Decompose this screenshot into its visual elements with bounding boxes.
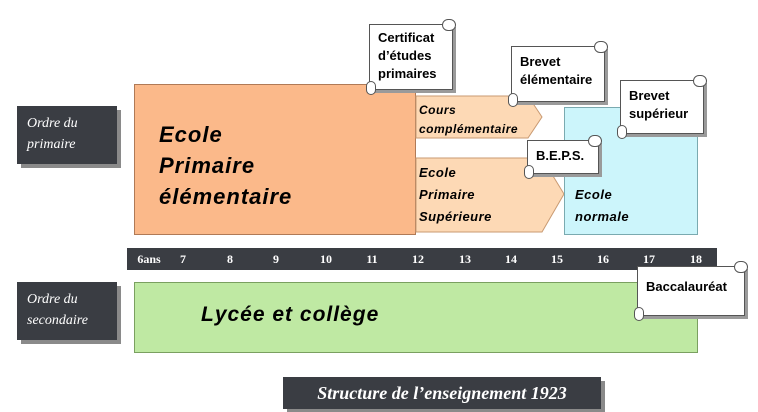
age-tick-label: 9 <box>273 252 279 266</box>
age-tick-label: 6ans <box>137 252 161 266</box>
age-tick-label: 11 <box>366 252 378 266</box>
scroll-curl-icon <box>594 41 608 53</box>
cours-line2: complémentaire <box>419 122 519 136</box>
age-tick-label: 10 <box>320 252 332 266</box>
ages-bar: 6ans 7 8 9 10 11 12 13 14 15 16 17 18 <box>127 248 717 270</box>
scroll-baccalaureat: Baccalauréat <box>634 261 748 321</box>
age-tick-label: 16 <box>597 252 609 266</box>
age-tick-label: 7 <box>180 252 186 266</box>
scroll-curl-icon <box>508 93 518 107</box>
block-ecole-primaire-elementaire: Ecole Primaire élémentaire <box>134 84 416 235</box>
age-tick-label: 14 <box>505 252 517 266</box>
block-lycee-college: Lycée et collège <box>134 282 698 353</box>
scroll-curl-icon <box>524 165 534 179</box>
certificat-line1: Certificat <box>378 30 435 45</box>
scroll-curl-icon <box>588 135 602 147</box>
ecole-primaire-line2: Primaire <box>159 153 256 178</box>
scroll-beps: B.E.P.S. <box>524 135 602 179</box>
label-cours-complementaire: Cours complémentaire <box>419 101 518 139</box>
caption-structure: Structure de l’enseignement 1923 <box>283 377 601 409</box>
age-tick-label: 13 <box>459 252 471 266</box>
scroll-curl-icon <box>693 75 707 87</box>
label-ordre-secondaire: Ordre du secondaire <box>17 282 117 340</box>
label-ecole-primaire-superieure: Ecole Primaire Supérieure <box>419 162 492 228</box>
eps-line1: Ecole <box>419 165 457 180</box>
ecole-normale-line2: normale <box>575 209 630 224</box>
label-ordre-secondaire-line1: Ordre du <box>27 292 78 307</box>
cours-line1: Cours <box>419 103 457 117</box>
scroll-certificat: Certificat d’études primaires <box>366 19 456 95</box>
label-ordre-secondaire-line2: secondaire <box>27 313 88 328</box>
label-ordre-primaire: Ordre du primaire <box>17 106 117 164</box>
scroll-brevet-superieur: Brevet supérieur <box>617 75 707 139</box>
eps-line2: Primaire <box>419 187 476 202</box>
brevet-sup-line1: Brevet <box>629 88 670 103</box>
scroll-brevet-elementaire: Brevet élémentaire <box>508 41 608 107</box>
age-tick-label: 17 <box>643 252 655 266</box>
age-tick-label: 12 <box>412 252 424 266</box>
certificat-line2: d’études <box>378 48 432 63</box>
scroll-curl-icon <box>734 261 748 273</box>
label-ordre-primaire-line2: primaire <box>27 137 76 152</box>
age-tick-label: 18 <box>690 252 702 266</box>
scroll-curl-icon <box>634 307 644 321</box>
ecole-primaire-line1: Ecole <box>159 122 223 147</box>
brevet-elem-line2: élémentaire <box>520 72 593 87</box>
scroll-curl-icon <box>366 81 376 95</box>
age-tick-label: 8 <box>227 252 233 266</box>
label-ordre-primaire-line1: Ordre du <box>27 116 78 131</box>
brevet-sup-line2: supérieur <box>629 106 689 121</box>
baccalaureat-text: Baccalauréat <box>646 279 727 294</box>
brevet-elem-line1: Brevet <box>520 54 561 69</box>
scroll-curl-icon <box>442 19 456 31</box>
scroll-curl-icon <box>617 125 627 139</box>
eps-line3: Supérieure <box>419 209 492 224</box>
certificat-line3: primaires <box>378 66 437 81</box>
ecole-primaire-line3: élémentaire <box>159 184 293 209</box>
lycee-college-title: Lycée et collège <box>201 303 380 326</box>
beps-text: B.E.P.S. <box>536 148 585 163</box>
ecole-normale-line1: Ecole <box>575 187 613 202</box>
age-tick-label: 15 <box>551 252 563 266</box>
